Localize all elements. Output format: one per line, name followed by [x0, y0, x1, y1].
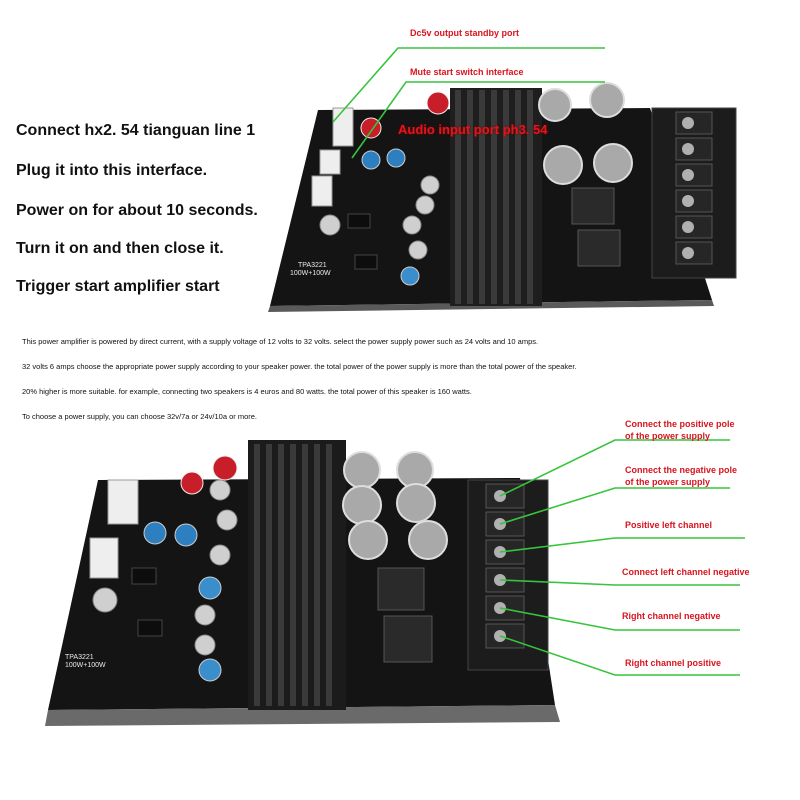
positive-right-channel-label: Right channel positive — [625, 658, 722, 668]
bottom-terminal-block — [467, 479, 549, 671]
bottom-chip-label: TPA3221 — [65, 654, 94, 661]
bottom-connector-a — [107, 479, 139, 525]
neg-power-callout-line — [499, 487, 730, 525]
description-line-4: To choose a power supply, you can choose… — [22, 412, 258, 421]
instruction-step-5: Trigger start amplifier start — [16, 278, 220, 295]
top-big-caps — [538, 82, 633, 185]
dc5v-output-label: Dc5v output standby port — [410, 28, 520, 38]
instruction-step-2: Plug it into this interface. — [16, 162, 208, 179]
bottom-big-caps — [342, 451, 448, 560]
mute-switch-label: Mute start switch interface — [410, 67, 524, 77]
top-power-label: 100W+100W — [290, 270, 331, 277]
dc5v-callout-line — [332, 47, 605, 123]
description-line-2: 32 volts 6 amps choose the appropriate p… — [22, 362, 577, 371]
instruction-step-1: Connect hx2. 54 tianguan line 1 — [16, 122, 256, 139]
neg-left-callout-line — [499, 579, 740, 586]
bottom-power-label: 100W+100W — [65, 662, 106, 669]
negative-power-label: Connect the negative pole of the power s… — [625, 465, 738, 487]
top-chip-label: TPA3221 — [298, 262, 327, 269]
instruction-step-3: Power on for about 10 seconds. — [16, 202, 258, 219]
audio-input-label: Audio input port ph3. 54 — [398, 122, 548, 137]
top-terminal-block — [651, 107, 737, 279]
pos-left-callout-line — [499, 537, 745, 553]
negative-left-channel-label: Connect left channel negative — [622, 567, 750, 577]
description-line-3: 20% higher is more suitable. for example… — [22, 387, 472, 396]
top-connector-b — [319, 149, 341, 175]
positive-power-label: Connect the positive pole of the power s… — [625, 419, 735, 441]
neg-right-callout-line — [499, 607, 740, 631]
description-line-1: This power amplifier is powered by direc… — [22, 337, 539, 346]
bottom-heatsink — [248, 440, 346, 710]
negative-right-channel-label: Right channel negative — [622, 611, 721, 621]
top-inductor-1 — [571, 187, 615, 225]
mute-callout-line — [351, 81, 605, 159]
pos-right-callout-line — [499, 635, 740, 676]
top-connector-c — [311, 175, 333, 207]
bottom-connector-b — [89, 537, 119, 579]
top-heatsink — [450, 88, 542, 306]
top-inductor-2 — [577, 229, 621, 267]
bottom-inductor-1 — [377, 567, 425, 611]
pos-power-callout-line — [499, 439, 730, 497]
positive-left-channel-label: Positive left channel — [625, 520, 713, 530]
instruction-step-4: Turn it on and then close it. — [16, 240, 224, 257]
bottom-inductor-2 — [383, 615, 433, 663]
